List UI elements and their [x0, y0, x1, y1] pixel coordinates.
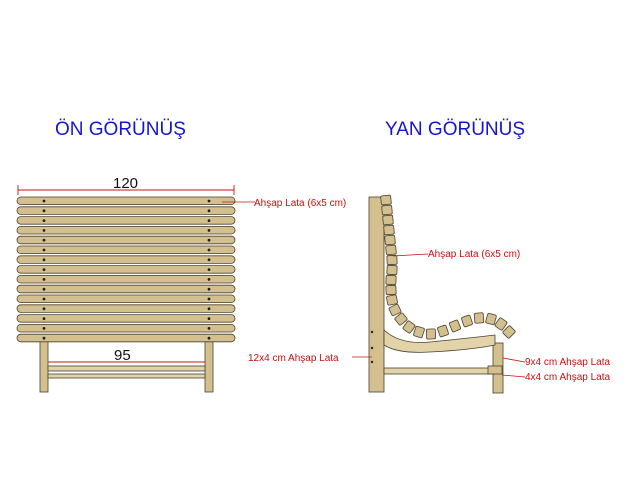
side-slat — [425, 328, 437, 340]
front-bolt — [207, 219, 211, 223]
front-bolt — [42, 209, 46, 213]
front-slat — [16, 294, 236, 303]
side-slat — [437, 324, 449, 338]
front-slat — [16, 216, 236, 225]
front-bolt — [207, 209, 211, 213]
rail-9x4-leader — [502, 357, 526, 363]
side-slat — [502, 325, 516, 339]
front-bolt — [207, 327, 211, 330]
front-bolt — [42, 219, 46, 223]
front-bolt — [207, 297, 211, 301]
front-bolt — [42, 327, 46, 330]
front-inner-dimension: 95 — [114, 347, 131, 364]
front-bolt — [42, 307, 46, 311]
front-slat — [16, 323, 236, 333]
front-bolt — [42, 287, 46, 291]
front-slat — [16, 284, 236, 294]
post-callout: 12x4 cm Ahşap Lata — [248, 353, 339, 364]
front-view: ÖN GÖRÜNÜŞ 120 95 Ahşap Lata (6x5 cm) — [16, 119, 346, 393]
side-lath-leader — [392, 253, 429, 257]
side-seat-support — [383, 329, 496, 353]
front-bolt — [42, 229, 46, 232]
side-slat — [384, 234, 396, 246]
side-view-title: YAN GÖRÜNÜŞ — [385, 119, 525, 140]
front-lower-rail-top — [47, 365, 206, 372]
front-slat — [16, 196, 236, 205]
side-slat — [380, 194, 392, 206]
front-lath-callout: Ahşap Lata (6x5 cm) — [254, 198, 346, 209]
side-slat — [485, 312, 497, 326]
front-bolt — [207, 287, 211, 291]
front-bolt — [207, 336, 211, 340]
front-slat — [16, 314, 236, 323]
front-bolt — [42, 199, 46, 203]
side-slat — [473, 312, 485, 324]
side-slat — [386, 254, 398, 266]
side-slat — [494, 317, 508, 331]
side-slat — [448, 319, 462, 333]
side-slat — [382, 214, 394, 226]
front-bolt — [42, 297, 46, 301]
side-slat-group — [380, 194, 516, 340]
front-slat — [16, 206, 236, 215]
front-bolt — [207, 248, 211, 252]
front-bolt — [42, 238, 46, 242]
side-slat — [386, 294, 398, 306]
front-bolt — [207, 307, 211, 311]
front-bolt — [207, 199, 211, 203]
front-right-leg — [204, 339, 214, 393]
side-slat — [385, 284, 397, 296]
side-slat — [383, 224, 395, 236]
front-left-leg — [39, 339, 49, 393]
side-slat — [402, 320, 416, 334]
front-lower-rail-bottom — [47, 373, 206, 379]
front-bolt — [42, 317, 46, 320]
front-slat — [16, 255, 236, 264]
front-bolt — [207, 278, 211, 281]
front-bolt — [42, 248, 46, 252]
front-slat — [16, 265, 236, 274]
front-bolt — [207, 229, 211, 232]
side-slat — [386, 264, 398, 276]
side-slat — [381, 204, 393, 216]
side-rail-block — [487, 365, 503, 375]
front-bolt — [42, 336, 46, 340]
front-bolt — [207, 258, 211, 262]
side-lath-callout: Ahşap Lata (6x5 cm) — [428, 249, 520, 260]
rail-4x4-leader — [501, 374, 526, 378]
rail-4x4-callout: 4x4 cm Ahşap Lata — [525, 372, 610, 383]
side-lower-rail — [383, 367, 495, 375]
front-bolt-group — [42, 199, 211, 340]
front-bolt — [42, 268, 46, 271]
front-slat — [16, 304, 236, 313]
side-slat — [385, 244, 397, 256]
front-bolt — [207, 268, 211, 271]
front-slat — [16, 274, 236, 284]
side-slat — [413, 325, 425, 339]
side-slat — [461, 314, 473, 328]
front-slat — [16, 225, 236, 235]
rail-9x4-callout: 9x4 cm Ahşap Lata — [525, 357, 610, 368]
front-slat — [16, 333, 236, 343]
front-slat — [16, 235, 236, 245]
side-slat — [394, 312, 408, 326]
side-view: YAN GÖRÜNÜŞ Ahşap Lata (6x5 cm) 12x4 cm … — [248, 119, 610, 394]
front-slat — [16, 245, 236, 254]
side-back-post — [368, 196, 385, 393]
front-bolt — [42, 278, 46, 281]
side-slat — [385, 274, 397, 286]
front-width-dimension: 120 — [113, 175, 138, 192]
side-slat — [388, 303, 402, 317]
front-slat-group — [16, 196, 236, 343]
front-bolt — [207, 317, 211, 320]
front-bolt — [207, 238, 211, 242]
front-view-title: ÖN GÖRÜNÜŞ — [55, 119, 186, 140]
front-bolt — [42, 258, 46, 262]
